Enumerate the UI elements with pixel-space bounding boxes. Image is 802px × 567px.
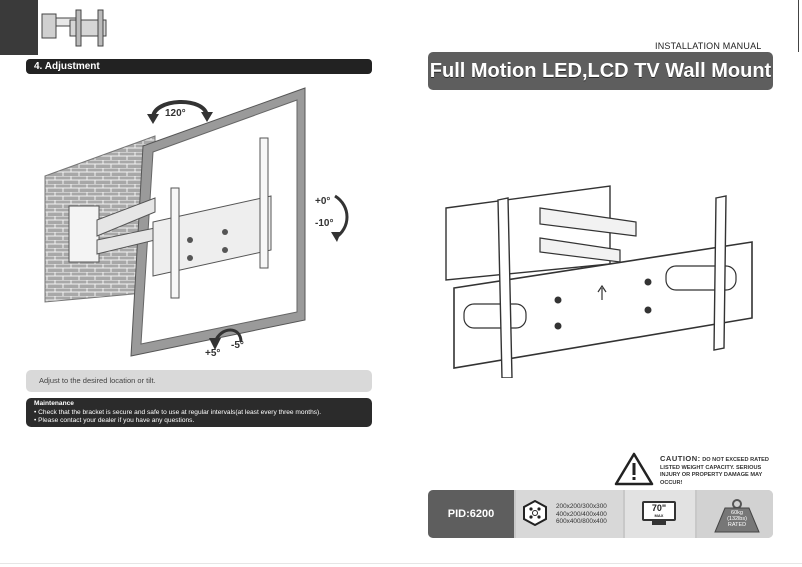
tilt-down-label: -10° — [315, 218, 333, 229]
caution-word: CAUTION: — [660, 454, 701, 463]
vesa-size: 400x200/400x400 — [556, 510, 607, 518]
max-size-sub: MAX — [654, 513, 664, 518]
product-title: Full Motion LED,LCD TV Wall Mount — [428, 52, 773, 90]
tilt-up-label: +0° — [315, 196, 330, 207]
max-size-value: 70" — [651, 503, 667, 513]
warning-triangle-icon — [614, 452, 654, 486]
section-title: 4. Adjustment — [26, 59, 372, 74]
maintenance-title: Maintenance — [34, 400, 74, 407]
page-corner-block — [0, 0, 38, 55]
maintenance-item: • Please contact your dealer if you have… — [34, 417, 195, 424]
wall-mount-diagram — [445, 185, 753, 378]
product-thumbnail — [41, 9, 107, 47]
page-bottom-rule — [0, 563, 802, 564]
swivel-plus-label: +5° — [205, 348, 220, 359]
swivel-minus-label: -5° — [231, 340, 244, 351]
pid-label: PID:6200 — [428, 490, 514, 538]
vesa-section: 200x200/300x300 400x200/400x400 600x400/… — [516, 490, 623, 538]
weight-rated: RATED — [727, 522, 747, 529]
caution-text: CAUTION: DO NOT EXCEED RATED LISTED WEIG… — [660, 455, 778, 487]
vesa-size: 600x400/800x400 — [556, 518, 607, 526]
weight-icon — [714, 499, 760, 533]
adjustment-note: Adjust to the desired location or tilt. — [26, 370, 372, 392]
adjustment-diagram: 120° +0° -10° +5° -5° — [44, 87, 349, 359]
weight-rating: 60kg (132lbs) RATED — [713, 510, 761, 529]
weight-section: 60kg (132lbs) RATED — [697, 490, 773, 538]
vesa-size: 200x200/300x300 — [556, 503, 607, 510]
rotation-label: 120° — [165, 108, 186, 119]
maintenance-box: Maintenance • Check that the bracket is … — [26, 398, 372, 427]
weight-kg: 60kg — [731, 510, 743, 516]
spec-bar: PID:6200 200x200/300x300 400x200/400x400… — [428, 490, 773, 538]
page-divider — [798, 0, 799, 52]
vesa-list: 200x200/300x300 400x200/400x400 600x400/… — [556, 503, 607, 526]
caution-message: DO NOT EXCEED RATED LISTED WEIGHT CAPACI… — [660, 457, 769, 486]
tv-stand-icon — [652, 521, 666, 525]
weight-lbs: (132lbs) — [727, 516, 747, 523]
manual-label: INSTALLATION MANUAL — [655, 41, 762, 51]
max-size-section: 70" MAX — [625, 490, 695, 538]
tv-icon: 70" MAX — [642, 501, 676, 521]
vesa-pattern-icon — [523, 500, 547, 526]
maintenance-item: • Check that the bracket is secure and s… — [34, 408, 322, 416]
